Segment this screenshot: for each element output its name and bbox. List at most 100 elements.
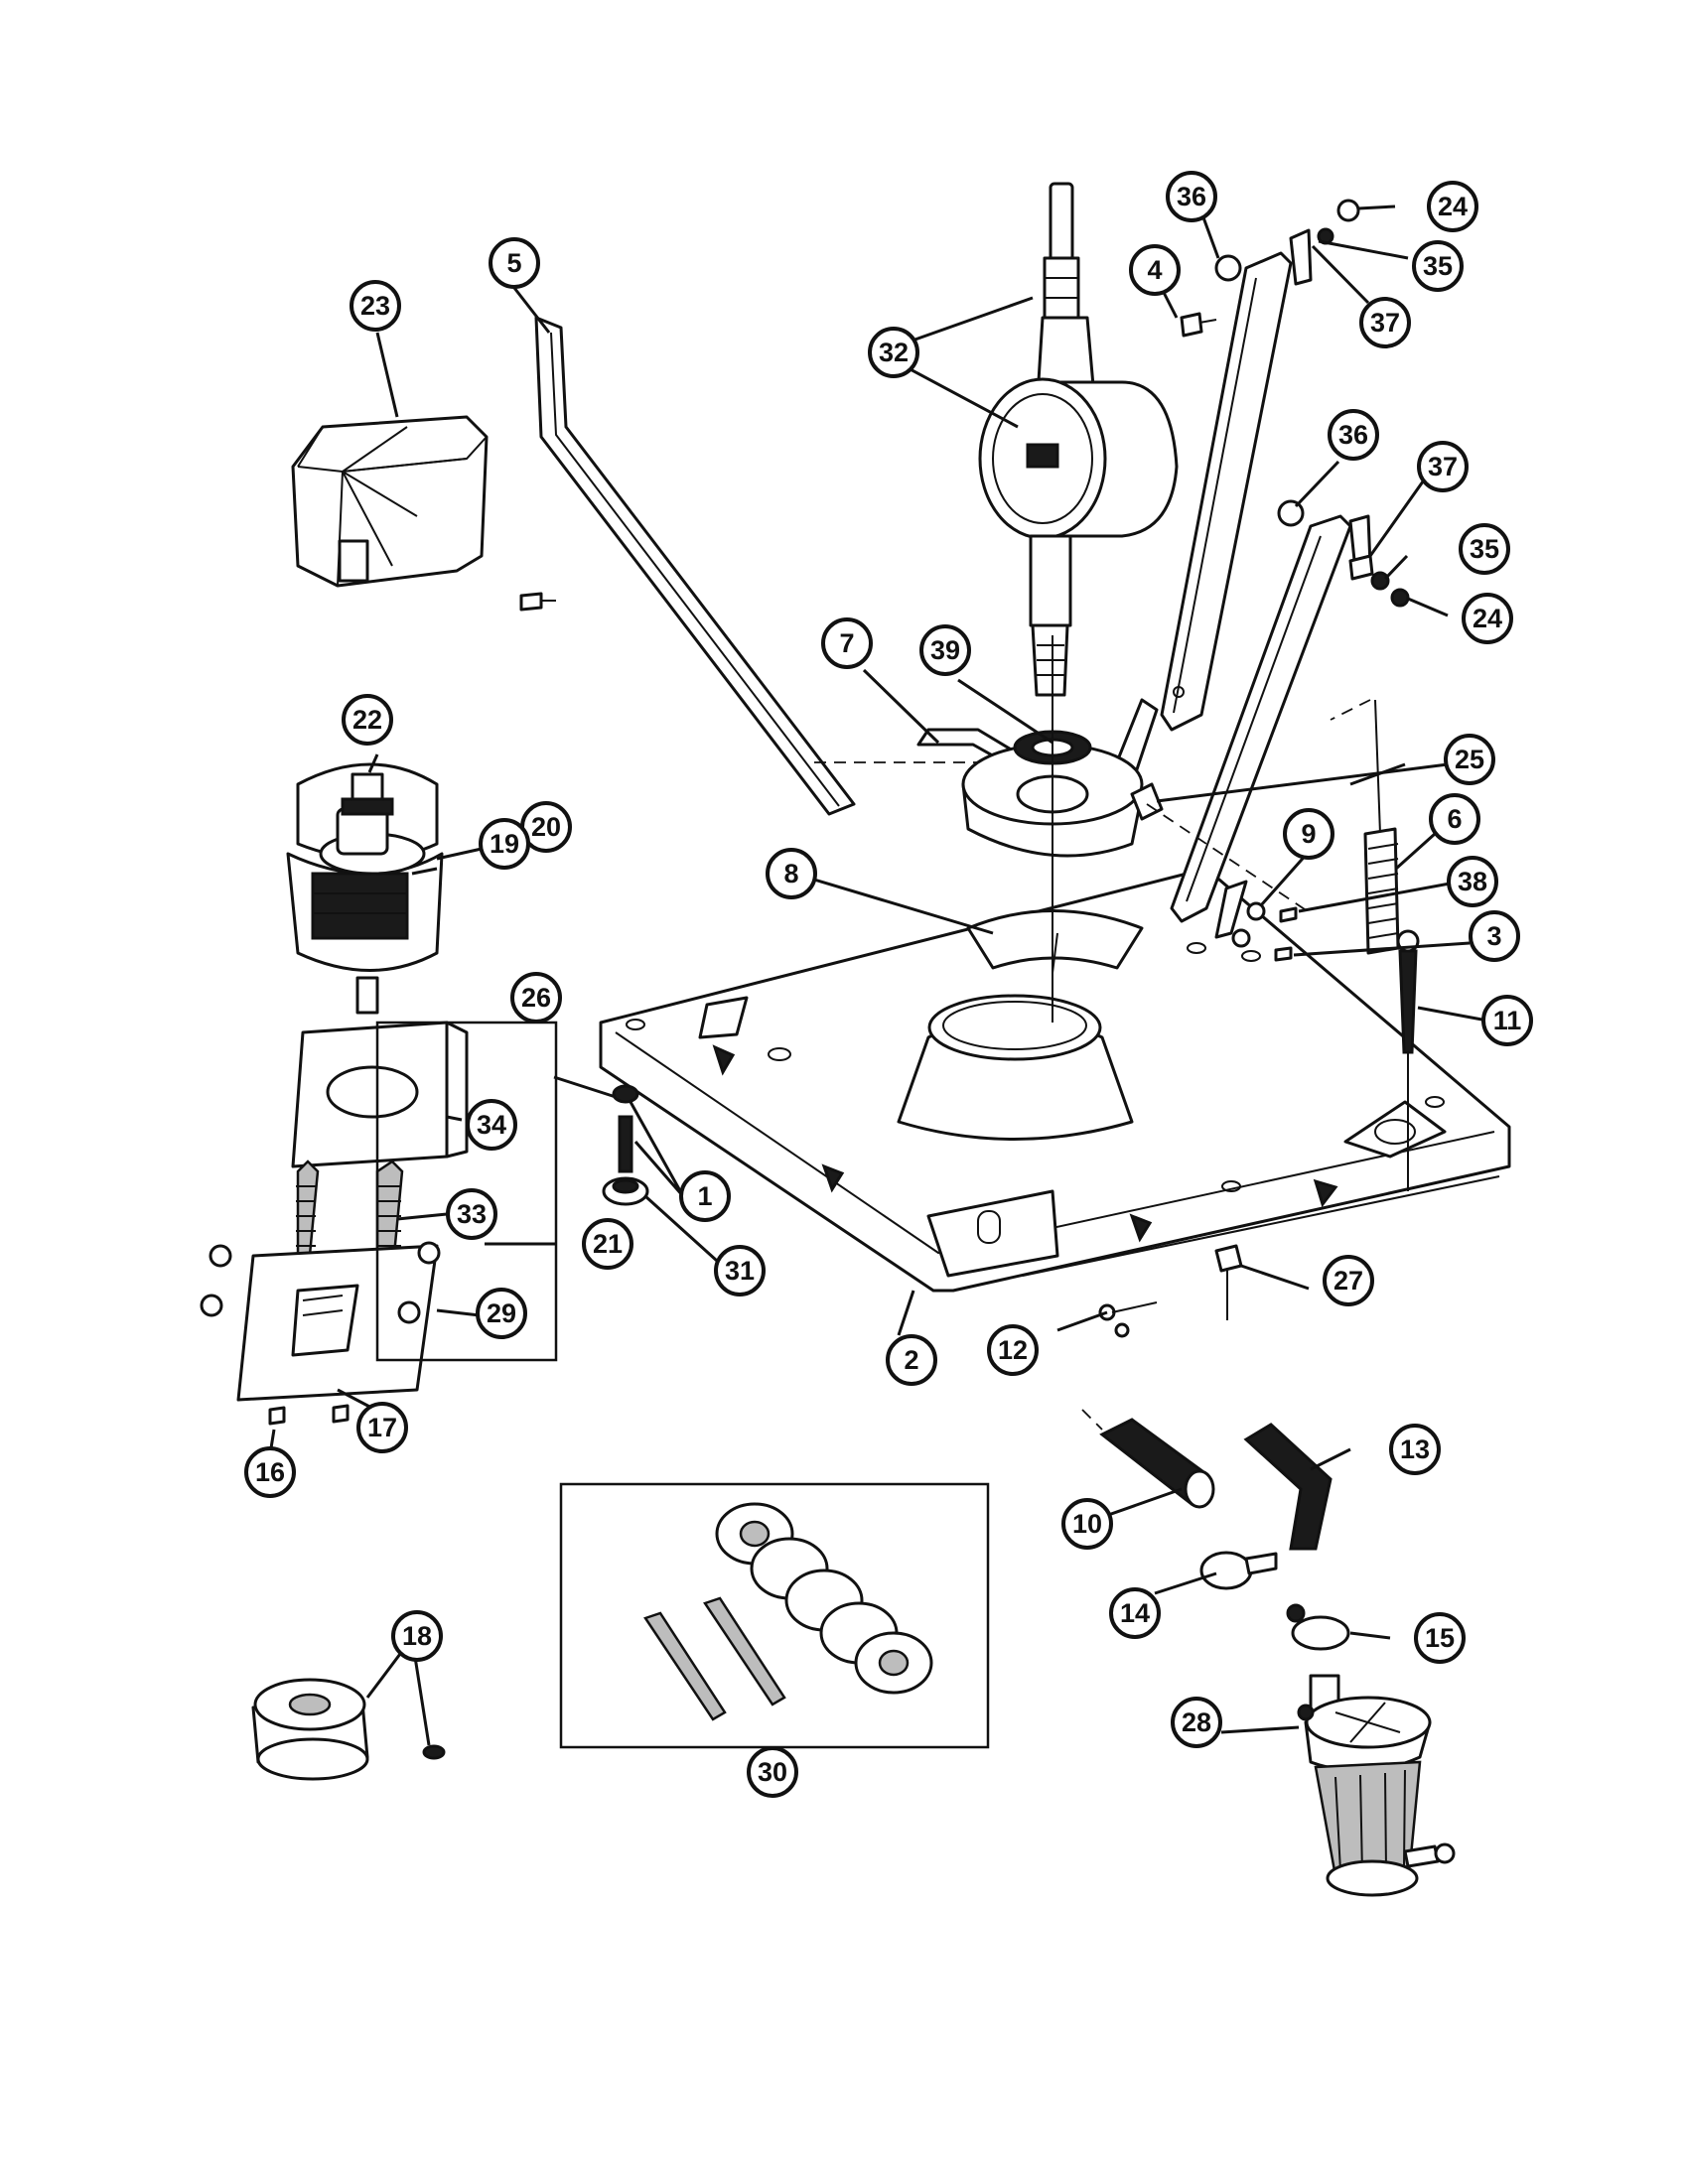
svg-text:35: 35 xyxy=(1423,251,1453,281)
callout-35-mid: 35 xyxy=(1459,523,1510,575)
svg-text:22: 22 xyxy=(352,705,382,735)
svg-text:7: 7 xyxy=(839,628,854,658)
svg-text:15: 15 xyxy=(1425,1623,1455,1653)
motor-mount-assembly xyxy=(200,1021,558,1426)
svg-text:33: 33 xyxy=(457,1199,487,1229)
callout-34: 34 xyxy=(466,1099,517,1151)
callout-26: 26 xyxy=(510,972,562,1024)
svg-text:36: 36 xyxy=(1338,420,1368,450)
svg-text:18: 18 xyxy=(402,1621,432,1651)
callout-22: 22 xyxy=(342,694,393,746)
suspension-spring xyxy=(1330,699,1400,955)
svg-text:27: 27 xyxy=(1333,1266,1363,1296)
svg-text:17: 17 xyxy=(367,1413,397,1442)
callout-14: 14 xyxy=(1109,1587,1161,1639)
svg-text:38: 38 xyxy=(1458,867,1487,896)
svg-text:39: 39 xyxy=(930,635,960,665)
callout-31: 31 xyxy=(714,1245,766,1297)
svg-text:3: 3 xyxy=(1486,921,1501,951)
svg-text:32: 32 xyxy=(879,338,909,367)
svg-text:1: 1 xyxy=(697,1181,712,1211)
callout-10: 10 xyxy=(1061,1498,1113,1550)
callout-29: 29 xyxy=(476,1288,527,1339)
callout-2: 2 xyxy=(886,1334,937,1386)
callout-37-top: 37 xyxy=(1359,297,1411,348)
callout-37-mid: 37 xyxy=(1417,441,1469,492)
callout-24-mid: 24 xyxy=(1462,593,1513,644)
callout-19: 19 xyxy=(479,818,530,870)
callout-21: 21 xyxy=(582,1218,633,1270)
parts-kit-box xyxy=(559,1482,990,1749)
callout-16: 16 xyxy=(244,1446,296,1498)
svg-text:16: 16 xyxy=(255,1457,285,1487)
callout-32: 33 xyxy=(446,1188,497,1240)
callout-24-top: 24 xyxy=(1427,181,1478,232)
svg-text:31: 31 xyxy=(725,1256,755,1286)
svg-text:9: 9 xyxy=(1301,819,1316,849)
svg-text:35: 35 xyxy=(1470,534,1499,564)
callout-1: 1 xyxy=(679,1170,731,1222)
callout-39: 39 xyxy=(919,624,971,676)
svg-text:25: 25 xyxy=(1455,745,1484,774)
frame-leg-right-rear xyxy=(1160,228,1313,732)
svg-text:24: 24 xyxy=(1438,192,1468,221)
callout-27: 27 xyxy=(1323,1255,1374,1306)
svg-text:37: 37 xyxy=(1428,452,1458,481)
clutch-washer xyxy=(966,635,1144,1023)
callout-5: 5 xyxy=(489,237,540,289)
svg-text:20: 20 xyxy=(531,812,561,842)
callout-30: 30 xyxy=(747,1746,798,1798)
svg-text:13: 13 xyxy=(1400,1434,1430,1464)
callout-8: 8 xyxy=(766,848,817,899)
pump xyxy=(1297,1674,1456,1897)
callout-28: 28 xyxy=(1171,1697,1222,1748)
leveling-foot xyxy=(602,1084,649,1206)
svg-text:5: 5 xyxy=(506,248,521,278)
hose-clamps xyxy=(1199,1551,1350,1651)
svg-text:34: 34 xyxy=(477,1110,506,1140)
svg-text:37: 37 xyxy=(1370,308,1400,338)
svg-text:4: 4 xyxy=(1147,255,1162,285)
leader-lines xyxy=(268,198,1488,1746)
svg-text:28: 28 xyxy=(1182,1707,1211,1737)
callout-33: 32 xyxy=(868,327,919,378)
callout-25: 25 xyxy=(1444,734,1495,785)
svg-text:8: 8 xyxy=(783,859,798,888)
svg-text:26: 26 xyxy=(521,983,551,1013)
motor xyxy=(286,762,444,1015)
frame-leg-left xyxy=(534,316,978,816)
callout-9: 9 xyxy=(1283,808,1334,860)
motor-cover xyxy=(291,415,556,612)
svg-text:10: 10 xyxy=(1072,1509,1102,1539)
svg-text:2: 2 xyxy=(904,1345,918,1375)
base-hardware xyxy=(1098,1244,1243,1338)
callout-18: 18 xyxy=(391,1610,443,1662)
callout-15: 15 xyxy=(1414,1612,1466,1664)
callout-36-mid: 36 xyxy=(1328,409,1379,461)
callout-12: 12 xyxy=(987,1324,1039,1376)
svg-text:21: 21 xyxy=(593,1229,623,1259)
callout-36-top: 36 xyxy=(1166,171,1217,222)
callout-20: 20 xyxy=(520,801,572,853)
svg-text:30: 30 xyxy=(758,1757,787,1787)
callout-13: 13 xyxy=(1389,1424,1441,1475)
callout-23: 23 xyxy=(350,280,401,332)
svg-text:24: 24 xyxy=(1473,604,1502,633)
callout-35-top: 35 xyxy=(1412,240,1464,292)
svg-text:6: 6 xyxy=(1447,804,1462,834)
callout-38: 38 xyxy=(1447,856,1498,907)
motor-pulley xyxy=(251,1678,446,1781)
svg-text:36: 36 xyxy=(1177,182,1206,211)
hoses xyxy=(1081,1409,1333,1551)
top-fasteners xyxy=(1180,199,1410,608)
bracket-hardware xyxy=(1231,901,1298,962)
callout-17: 17 xyxy=(356,1402,408,1453)
svg-text:29: 29 xyxy=(487,1298,516,1328)
base-plate xyxy=(599,867,1511,1293)
callout-4: 4 xyxy=(1129,244,1181,296)
callout-11: 11 xyxy=(1481,995,1533,1046)
svg-text:19: 19 xyxy=(490,829,519,859)
svg-text:23: 23 xyxy=(360,291,390,321)
callout-6: 6 xyxy=(1429,793,1480,845)
